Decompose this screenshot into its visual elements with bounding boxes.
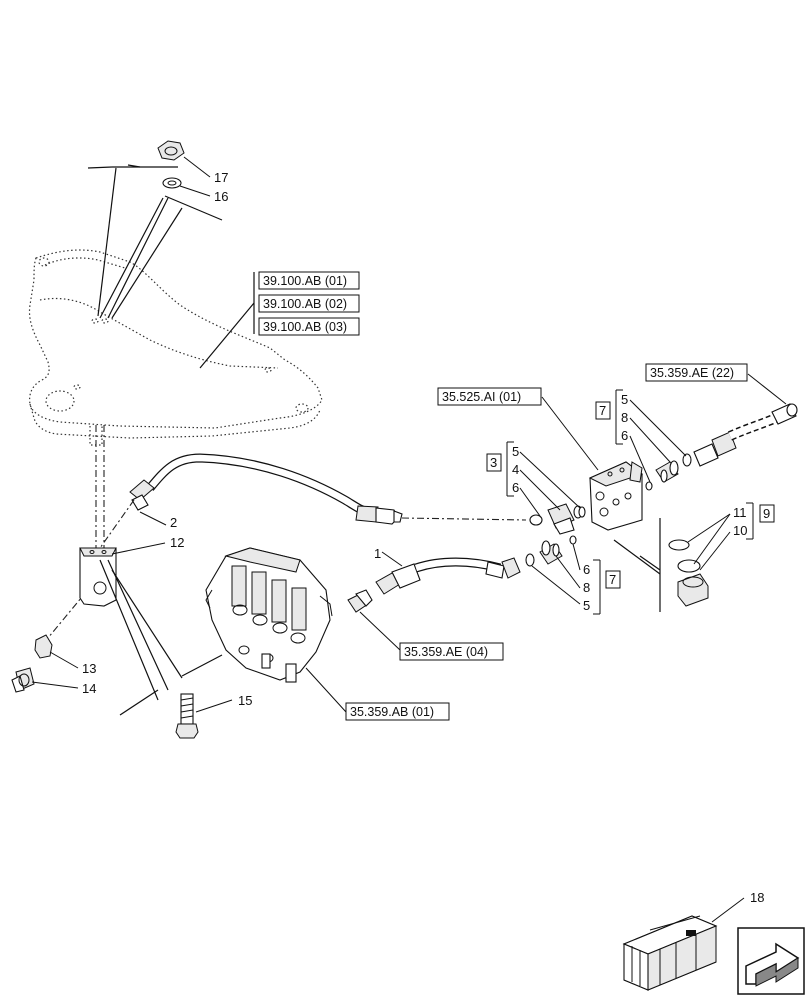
o-ring-5-upper[interactable] [682, 453, 692, 467]
svg-text:35.359.AB (01): 35.359.AB (01) [350, 705, 434, 719]
frame-bolt-leaders [87, 164, 223, 319]
valve-port-fitting[interactable] [347, 589, 373, 613]
svg-text:6: 6 [621, 428, 628, 443]
o-ring-6-kit3[interactable] [529, 514, 543, 526]
bracket-12[interactable] [79, 547, 117, 607]
callout-13: 13 [82, 661, 96, 676]
svg-text:11: 11 [733, 505, 747, 520]
svg-text:39.100.AB (03): 39.100.AB (03) [263, 320, 347, 334]
next-page-arrow-icon[interactable] [737, 927, 805, 995]
callout-16: 16 [214, 189, 228, 204]
svg-text:5: 5 [512, 444, 519, 459]
svg-text:7: 7 [599, 403, 606, 418]
leader-15 [195, 699, 233, 713]
clip-13[interactable] [34, 634, 53, 659]
svg-text:5: 5 [583, 598, 590, 613]
svg-text:10: 10 [733, 523, 747, 538]
svg-text:4: 4 [512, 462, 519, 477]
reference-box-39-100-ab-01[interactable]: 39.100.AB (01) [258, 271, 360, 290]
svg-text:35.359.AE (04): 35.359.AE (04) [404, 645, 488, 659]
leader-2 [139, 511, 167, 526]
section-break-marks [613, 518, 661, 612]
svg-text:39.100.AB (01): 39.100.AB (01) [263, 274, 347, 288]
reference-box-35-525-ai-01[interactable]: 35.525.AI (01) [437, 387, 542, 406]
reference-group-39-100 [199, 272, 255, 369]
leader-14 [31, 681, 79, 689]
o-ring-11[interactable] [668, 539, 690, 551]
svg-text:8: 8 [583, 580, 590, 595]
adapter-8-upper[interactable] [655, 460, 679, 483]
callout-1: 1 [374, 546, 381, 561]
leader-525 [541, 396, 599, 471]
kit-7-upper-callouts: 5 8 6 [615, 389, 687, 483]
reference-box-39-100-ab-03[interactable]: 39.100.AB (03) [258, 317, 360, 336]
leader-359-22 [747, 373, 787, 405]
leader-17 [183, 156, 211, 178]
callout-14: 14 [82, 681, 96, 696]
reference-box-35-359-ae-22[interactable]: 35.359.AE (22) [645, 363, 748, 382]
callout-15: 15 [238, 693, 252, 708]
svg-text:6: 6 [583, 562, 590, 577]
kit-9-callouts: 11 10 [687, 502, 754, 571]
callout-2: 2 [170, 515, 177, 530]
o-ring-6-lower[interactable] [569, 535, 577, 545]
leader-1 [381, 551, 403, 567]
callout-17: 17 [214, 170, 228, 185]
callout-12: 12 [170, 535, 184, 550]
adapter-8-lower[interactable] [539, 540, 563, 565]
svg-text:35.525.AI (01): 35.525.AI (01) [442, 390, 521, 404]
bolt-15[interactable] [175, 693, 199, 739]
hose-1[interactable] [375, 557, 521, 595]
callout-18: 18 [750, 890, 764, 905]
kit-box-7-upper[interactable]: 7 [595, 401, 611, 420]
o-ring-6-upper[interactable] [645, 481, 653, 491]
reference-box-35-359-ab-01[interactable]: 35.359.AB (01) [345, 702, 450, 721]
reference-box-35-359-ae-04[interactable]: 35.359.AE (04) [399, 642, 504, 661]
bracket-bolt-leaders [99, 559, 223, 716]
plug-10[interactable] [677, 559, 709, 607]
o-ring-5-lower[interactable] [525, 553, 535, 567]
svg-text:5: 5 [621, 392, 628, 407]
parts-crate-icon [622, 915, 718, 991]
kit-7-lower-callouts: 6 8 5 [531, 543, 601, 615]
kit-3-callouts: 5 4 6 [506, 441, 581, 517]
leader-valve [305, 667, 347, 713]
leader-16 [179, 185, 211, 197]
leader-359-04 [359, 611, 401, 651]
svg-text:6: 6 [512, 480, 519, 495]
svg-text:39.100.AB (02): 39.100.AB (02) [263, 297, 347, 311]
svg-text:3: 3 [490, 455, 497, 470]
washer-16[interactable] [162, 177, 182, 189]
reference-box-39-100-ab-02[interactable]: 39.100.AB (02) [258, 294, 360, 313]
leader-18 [711, 897, 745, 923]
svg-text:35.359.AE (22): 35.359.AE (22) [650, 366, 734, 380]
hose-2[interactable] [129, 453, 403, 525]
svg-text:9: 9 [763, 506, 770, 521]
fitting-14[interactable] [11, 667, 35, 693]
kit-box-7-lower[interactable]: 7 [605, 570, 621, 589]
leader-12 [111, 542, 166, 555]
elbow-fitting-4[interactable] [547, 503, 583, 535]
leader-13 [49, 651, 79, 669]
kit-box-3[interactable]: 3 [486, 453, 502, 472]
svg-text:8: 8 [621, 410, 628, 425]
swing-valve-block[interactable] [588, 461, 644, 531]
control-valve-block[interactable] [205, 547, 333, 683]
nut-17[interactable] [157, 140, 185, 161]
svg-text:7: 7 [609, 572, 616, 587]
kit-box-9[interactable]: 9 [759, 504, 775, 523]
o-ring-5-kit3[interactable] [578, 506, 586, 518]
swing-hose-fitting[interactable] [693, 403, 798, 467]
